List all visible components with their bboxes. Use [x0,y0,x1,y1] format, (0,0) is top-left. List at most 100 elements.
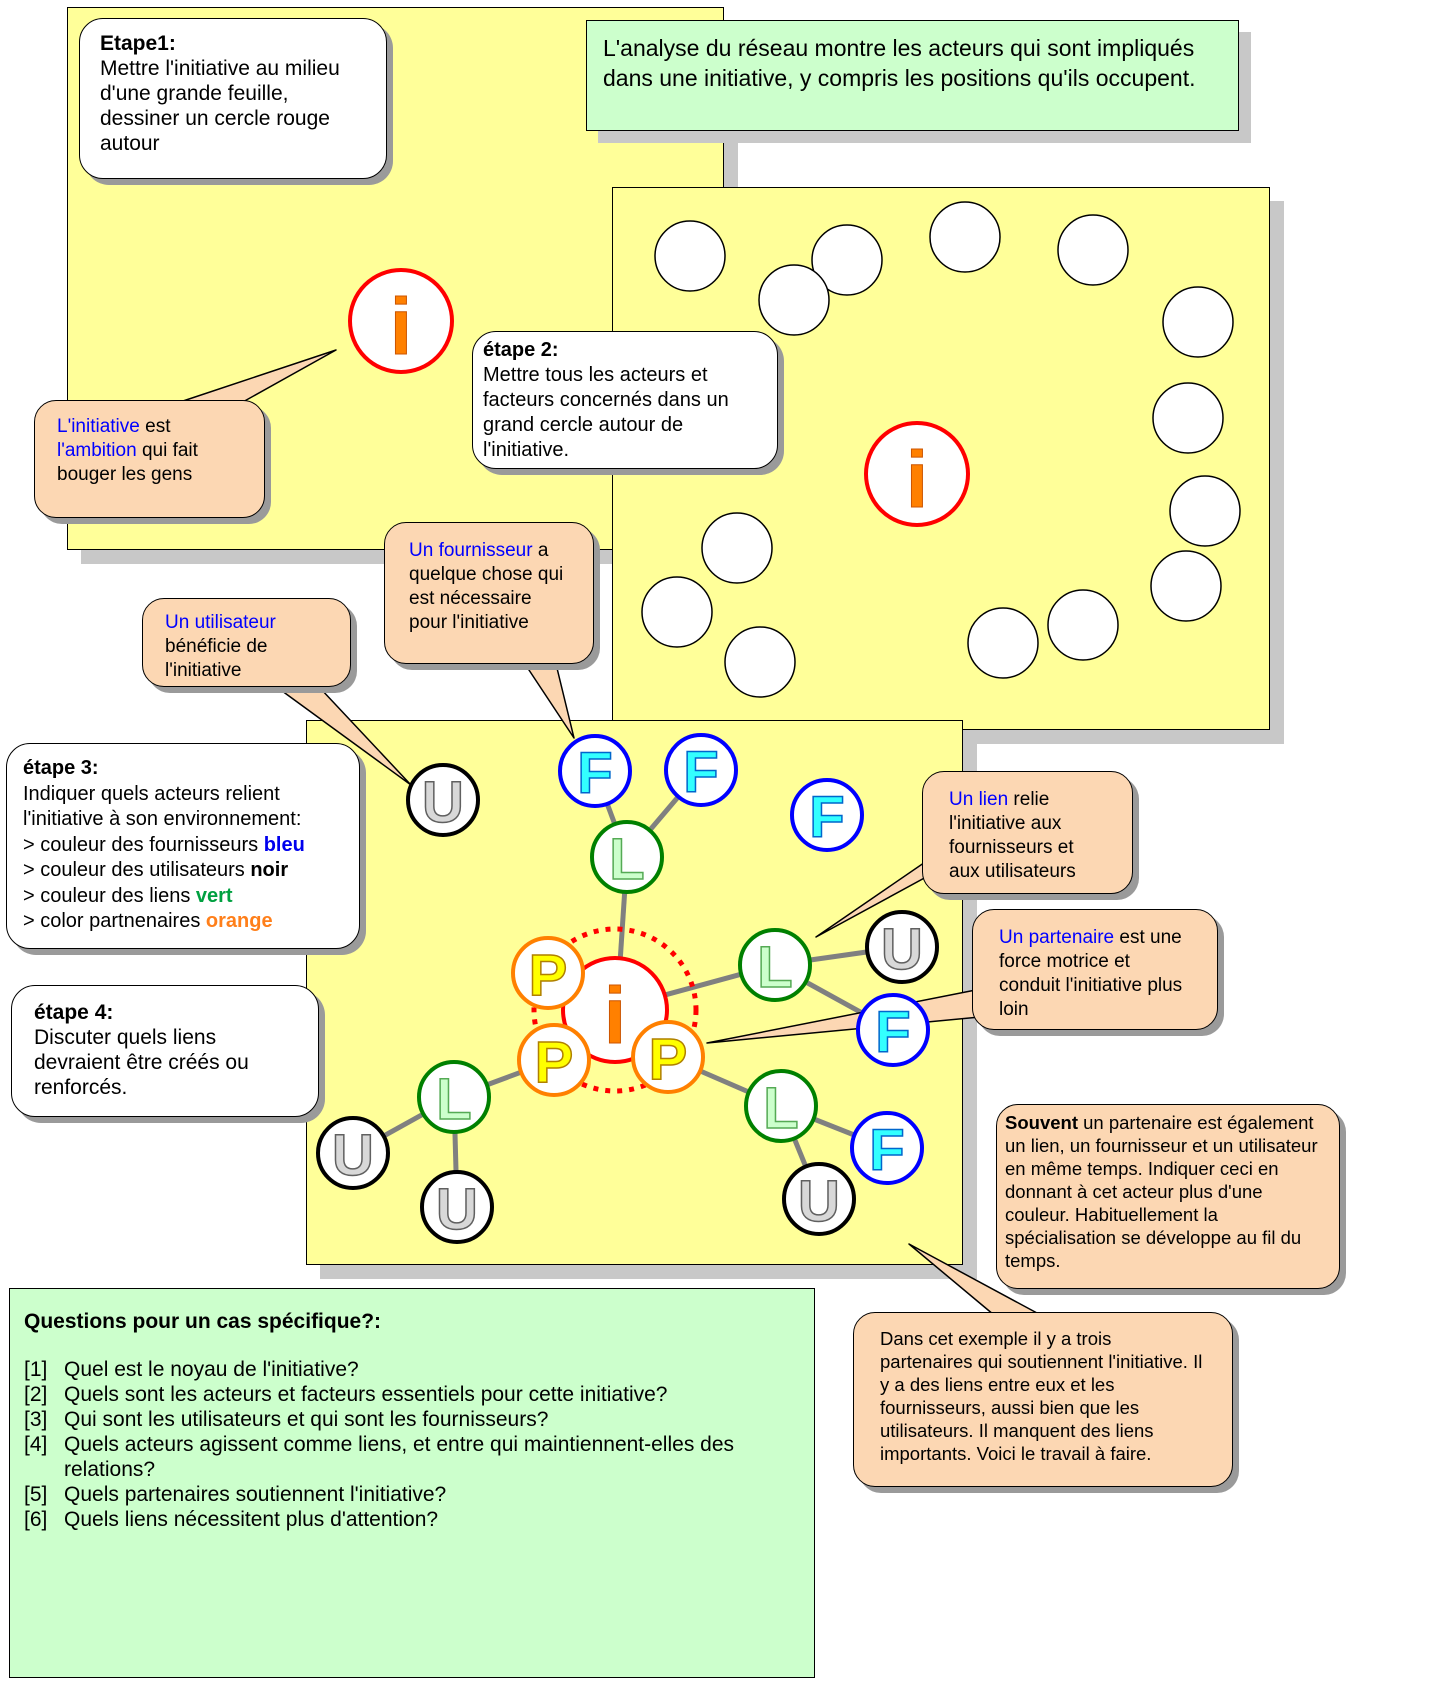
callout-exemple: Dans cet exemple il y a trois partenaire… [853,1312,1233,1487]
partenaire-letter: P [649,1027,688,1092]
partenaire-letter: P [535,1030,574,1095]
intro-box: L'analyse du réseau montre les acteurs q… [586,20,1239,131]
callout-utilisateur: Un utilisateur bénéficie de l'initiative [142,598,351,687]
step3-line-utilisateurs: > couleur des utilisateurs noir [23,859,289,881]
callout-partenaire: Un partenaire est une force motrice et c… [972,909,1218,1030]
utilisateur-letter: U [798,1169,840,1234]
question-number: [6] [24,1508,48,1531]
step1-title: Etape1: [100,32,176,55]
step2-title: étape 2: [483,339,559,361]
actor-circle [641,576,713,648]
utilisateur-letter: U [422,770,464,835]
lien-letter: L [763,1076,798,1141]
actor-circle [967,607,1039,679]
actor-circle [654,220,726,292]
utilisateur-letter: U [436,1177,478,1242]
utilisateur-node: U [316,1116,390,1190]
step1-box: Etape1: Mettre l'initiative au milieu d'… [79,18,387,179]
fournisseur-node: F [850,1111,924,1185]
question-item: [2]Quels sont les acteurs et facteurs es… [24,1382,800,1407]
step1-body: Mettre l'initiative au milieu d'une gran… [100,57,340,155]
callout-lien: Un lien relie l'initiative aux fournisse… [922,771,1133,894]
lien-node: L [738,928,812,1002]
step3-intro: Indiquer quels acteurs relient l'initiat… [23,782,302,831]
callout-initiative-term2: l'ambition [57,440,137,461]
initiative-letter: i [390,282,412,371]
utilisateur-node: U [865,910,939,984]
fournisseur-letter: F [577,741,612,806]
callout-fournisseur-term: Un fournisseur [409,540,533,561]
question-item: [4]Quels acteurs agissent comme liens, e… [24,1432,800,1482]
fournisseur-node: F [790,778,864,852]
question-number: [4] [24,1433,48,1456]
partenaire-node: P [517,1023,591,1097]
question-text: Quel est le noyau de l'initiative? [64,1358,359,1381]
actor-circle [811,224,883,296]
fournisseur-node: F [664,733,738,807]
callout-partenaire-term: Un partenaire [999,927,1115,948]
question-text: Quels partenaires soutiennent l'initiati… [64,1483,447,1506]
partenaire-node: P [511,936,585,1010]
question-item: [1] Quel est le noyau de l'initiative? [24,1357,800,1382]
question-number: [5] [24,1483,48,1506]
actor-circle [701,512,773,584]
callout-initiative-term: L'initiative [57,416,140,437]
fournisseur-node: F [558,734,632,808]
callout-lien-term: Un lien [949,789,1009,810]
fournisseur-letter: F [683,740,718,805]
initiative-letter: i [604,971,626,1060]
question-item: [3]Qui sont les utilisateurs et qui sont… [24,1407,800,1432]
actor-circle [1057,214,1129,286]
actor-circle [1152,382,1224,454]
callout-souvent: Souvent un partenaire est également un l… [996,1104,1340,1289]
question-text: Quels liens nécessitent plus d'attention… [64,1508,439,1531]
step3-box: étape 3: Indiquer quels acteurs relient … [6,743,360,949]
question-number: [3] [24,1408,48,1431]
actor-circle [929,201,1001,273]
actor-circle [758,264,830,336]
actor-circle [1169,475,1241,547]
step2-body: Mettre tous les acteurs et facteurs conc… [483,364,729,461]
callout-utilisateur-term: Un utilisateur [165,612,276,633]
initiative-letter: i [906,435,928,524]
intro-text: L'analyse du réseau montre les acteurs q… [603,35,1196,91]
tail-fournisseur [524,663,575,739]
callout-souvent-bold: Souvent [1005,1112,1078,1133]
question-number: [2] [24,1383,48,1406]
lien-letter: L [757,935,792,1000]
step3-line-fournisseurs: > couleur des fournisseurs bleu [23,833,305,856]
lien-node: L [417,1060,491,1134]
lien-node: L [744,1069,818,1143]
actor-circle [1162,286,1234,358]
questions-title: Questions pour un cas spécifique?: [24,1310,382,1333]
fournisseur-letter: F [869,1118,904,1183]
utilisateur-node: U [420,1170,494,1244]
callout-initiative: L'initiative est l'ambition qui fait bou… [34,400,265,518]
callout-exemple-text: Dans cet exemple il y a trois partenaire… [880,1328,1203,1464]
step3-line-partenaires: > color partnenaires orange [23,910,273,932]
step4-box: étape 4: Discuter quels liens devraient … [11,985,319,1117]
questions-box: Questions pour un cas spécifique?: [1] Qu… [9,1288,815,1678]
step3-line-liens: > couleur des liens vert [23,884,233,907]
step2-box: étape 2: Mettre tous les acteurs et fact… [472,331,778,469]
question-number: [1] [24,1358,48,1381]
partenaire-letter: P [529,943,568,1008]
question-item: [5] Quels partenaires soutiennent l'initi… [24,1482,800,1507]
utilisateur-letter: U [332,1123,374,1188]
utilisateur-node: U [406,763,480,837]
lien-letter: L [609,827,644,892]
fournisseur-letter: F [875,1000,910,1065]
fournisseur-letter: F [809,785,844,850]
initiative-node-step2: i [864,421,970,527]
fournisseur-node: F [856,993,930,1067]
step4-body: Discuter quels liens devraient être créé… [34,1026,249,1099]
lien-letter: L [436,1067,471,1132]
step4-title: étape 4: [34,1001,114,1024]
partenaire-node: P [631,1020,705,1094]
lien-node: L [590,820,664,894]
partner-dotted-ring [531,926,699,1094]
actor-circle [724,626,796,698]
